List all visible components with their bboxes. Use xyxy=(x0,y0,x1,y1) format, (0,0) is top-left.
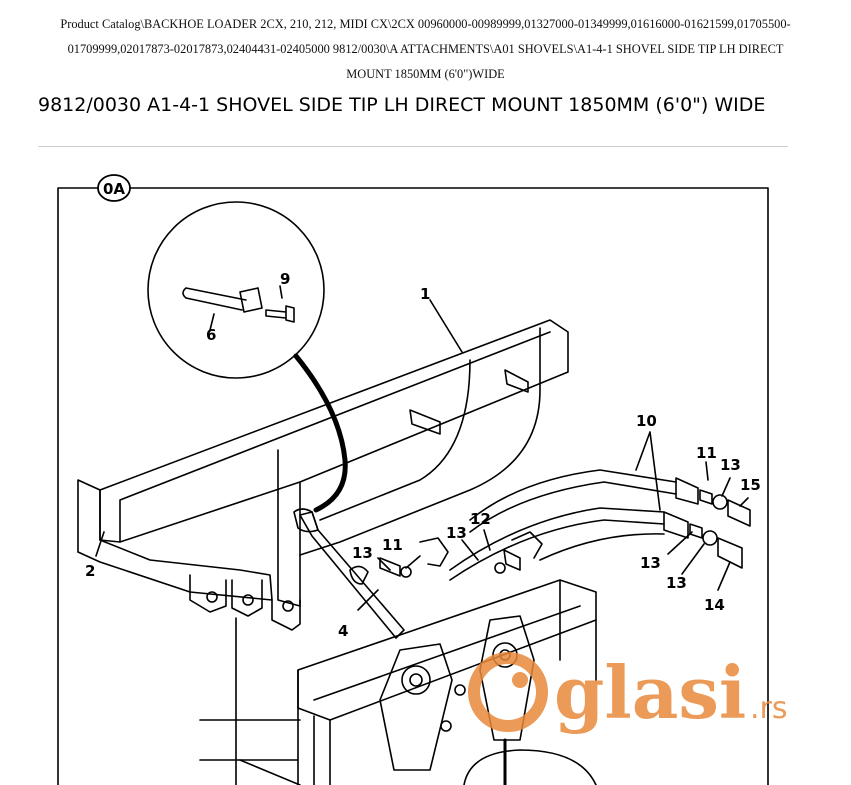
callout-13: 13 xyxy=(720,456,741,474)
fitting-upper xyxy=(675,477,713,505)
fitting-lower xyxy=(663,511,703,539)
watermark: glasi .rs xyxy=(468,650,788,735)
hose-upper xyxy=(469,481,677,533)
callout-10: 10 xyxy=(636,412,657,430)
callout-11: 11 xyxy=(696,444,717,462)
bolt-part xyxy=(265,305,295,323)
breadcrumb-line: Product Catalog\BACKHOE LOADER 2CX, 210,… xyxy=(60,17,791,31)
diagram-frame xyxy=(57,187,769,785)
callout-2: 2 xyxy=(85,562,95,580)
callout-6: 6 xyxy=(206,326,216,344)
watermark-brand: glasi xyxy=(554,650,746,735)
breadcrumb: Product Catalog\BACKHOE LOADER 2CX, 210,… xyxy=(8,12,843,87)
callout-11: 11 xyxy=(382,536,403,554)
callout-13: 13 xyxy=(446,524,467,542)
callout-12: 12 xyxy=(470,510,491,528)
callout-15: 15 xyxy=(740,476,761,494)
detail-view xyxy=(147,201,325,379)
detail-leader xyxy=(293,353,348,513)
parts-diagram: 0A 1 2 4 6 9 10 11 13 15 12 13 11 13 13 … xyxy=(57,174,769,785)
shovel-beam xyxy=(99,319,569,543)
watermark-suffix: .rs xyxy=(750,691,788,726)
hose-upper xyxy=(469,469,677,521)
watermark-logo-icon xyxy=(468,652,548,732)
callout-9: 9 xyxy=(280,270,290,288)
view-label: 0A xyxy=(103,180,125,198)
page-title: 9812/0030 A1-4-1 SHOVEL SIDE TIP LH DIRE… xyxy=(38,94,766,116)
callout-14: 14 xyxy=(704,596,725,614)
callout-13: 13 xyxy=(640,554,661,572)
fitting-small xyxy=(379,557,401,577)
hose-lower xyxy=(449,507,665,571)
callout-4: 4 xyxy=(338,622,348,640)
callout-13: 13 xyxy=(666,574,687,592)
side-plate xyxy=(77,479,273,601)
callout-13: 13 xyxy=(352,544,373,562)
breadcrumb-line: MOUNT 1850MM (6'0")WIDE xyxy=(346,67,505,81)
pin-part xyxy=(182,287,263,313)
title-divider xyxy=(38,146,788,147)
callout-1: 1 xyxy=(420,285,430,303)
breadcrumb-line: 01709999,02017873-02017873,02404431-0240… xyxy=(67,42,784,56)
hose-lower xyxy=(449,519,665,581)
